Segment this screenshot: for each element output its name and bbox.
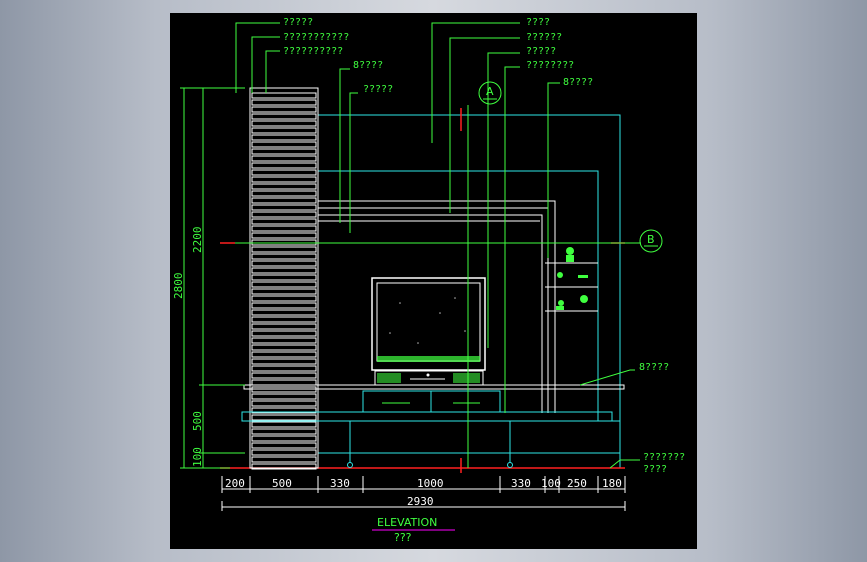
- drawing-subtitle: ???: [394, 531, 412, 544]
- dim-100: 100: [541, 477, 561, 490]
- dim-total: 2930: [407, 495, 434, 508]
- striped-column: [249, 87, 319, 470]
- column-stripe: [251, 176, 317, 183]
- niche-frames: [318, 200, 556, 413]
- callout-9: ????????: [526, 60, 574, 71]
- dim-180: 180: [602, 477, 622, 490]
- column-stripe: [251, 183, 317, 190]
- column-stripe: [251, 379, 317, 386]
- column-stripe: [251, 337, 317, 344]
- callout-4: 8????: [353, 60, 383, 71]
- callout-7: ??????: [526, 32, 562, 43]
- callout-5: ?????: [363, 84, 393, 95]
- column-stripe: [251, 400, 317, 407]
- column-stripe: [251, 141, 317, 148]
- column-stripe: [251, 358, 317, 365]
- vertical-dimensions: [180, 87, 245, 469]
- section-marker-a[interactable]: [467, 81, 502, 468]
- callout-6: ????: [526, 17, 550, 28]
- callout-8: ?????: [526, 46, 556, 57]
- column-stripe: [251, 204, 317, 211]
- column-stripe: [251, 134, 317, 141]
- drawing-title: ELEVATION: [377, 516, 437, 529]
- column-stripe: [251, 190, 317, 197]
- column-stripe: [251, 232, 317, 239]
- column-stripe: [251, 274, 317, 281]
- column-stripe: [251, 435, 317, 442]
- elevation-drawing: A B ????? ??????????? ?????????? 8???? ?…: [172, 17, 685, 544]
- decor-ornaments-icon: [556, 247, 588, 310]
- column-stripe: [251, 414, 317, 421]
- wall-outline: [317, 114, 621, 469]
- column-stripe: [251, 365, 317, 372]
- column-stripe: [251, 246, 317, 253]
- column-stripe: [251, 442, 317, 449]
- section-b-label: B: [647, 233, 655, 246]
- dim-500: 500: [272, 477, 292, 490]
- column-stripe: [251, 372, 317, 379]
- dim-vertical-500: 500: [191, 411, 204, 431]
- cad-drawing-canvas[interactable]: A B ????? ??????????? ?????????? 8???? ?…: [170, 13, 697, 549]
- column-stripe: [251, 162, 317, 169]
- callout-10: 8????: [563, 77, 593, 88]
- callout-13: ????: [643, 464, 667, 475]
- column-stripe: [251, 92, 317, 99]
- column-stripe: [251, 295, 317, 302]
- column-stripe: [251, 344, 317, 351]
- callout-3: ??????????: [283, 46, 343, 57]
- section-a-label: A: [486, 85, 494, 98]
- column-stripe: [251, 197, 317, 204]
- column-stripe: [251, 323, 317, 330]
- column-stripe: [251, 127, 317, 134]
- callout-11: 8????: [639, 362, 669, 373]
- column-stripe: [251, 421, 317, 428]
- column-stripe: [251, 309, 317, 316]
- display-shelves: [545, 247, 598, 312]
- column-stripe: [251, 351, 317, 358]
- dim-vertical-2800: 2800: [172, 273, 185, 300]
- callout-1: ?????: [283, 17, 313, 28]
- dim-330-left: 330: [330, 477, 350, 490]
- column-stripe: [251, 260, 317, 267]
- column-stripe: [251, 225, 317, 232]
- callout-12: ???????: [643, 452, 685, 463]
- column-stripe: [251, 211, 317, 218]
- dim-vertical-2200: 2200: [191, 227, 204, 254]
- column-stripe: [251, 253, 317, 260]
- column-stripe: [251, 106, 317, 113]
- dim-250: 250: [567, 477, 587, 490]
- column-stripe: [251, 267, 317, 274]
- column-stripe: [251, 407, 317, 414]
- column-stripe: [251, 169, 317, 176]
- column-stripe: [251, 281, 317, 288]
- column-stripe: [251, 393, 317, 400]
- column-stripe: [251, 302, 317, 309]
- dim-vertical-100: 100: [191, 447, 204, 467]
- column-stripe: [251, 316, 317, 323]
- dim-330-right: 330: [511, 477, 531, 490]
- column-stripe: [251, 330, 317, 337]
- horizontal-dimensions: [221, 476, 626, 511]
- column-stripe: [251, 148, 317, 155]
- leader-lines: [235, 22, 640, 469]
- column-stripe: [251, 456, 317, 463]
- callout-2: ???????????: [283, 32, 349, 43]
- column-stripe: [251, 120, 317, 127]
- column-stripe: [251, 428, 317, 435]
- column-stripe: [251, 113, 317, 120]
- dim-200: 200: [225, 477, 245, 490]
- tv-cabinet: [241, 384, 625, 468]
- column-stripe: [251, 463, 317, 470]
- column-stripe: [251, 99, 317, 106]
- section-marker-b[interactable]: [235, 229, 663, 253]
- column-stripe: [251, 449, 317, 456]
- column-stripe: [251, 218, 317, 225]
- dim-1000: 1000: [417, 477, 444, 490]
- column-stripe: [251, 155, 317, 162]
- column-stripe: [251, 288, 317, 295]
